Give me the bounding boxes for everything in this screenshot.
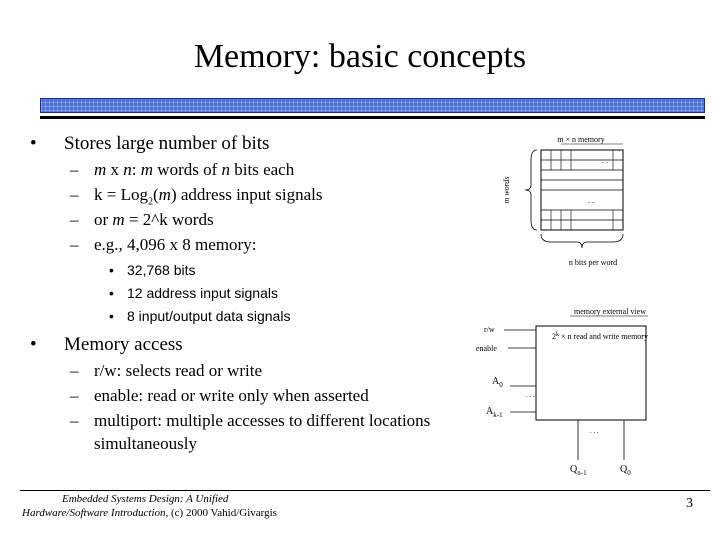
bits-per-word-label: n bits per word	[569, 258, 617, 267]
bullet-marker: •	[109, 262, 114, 278]
subsub-bits: 32,768 bits	[127, 262, 196, 278]
enable-signal-label: enable	[476, 344, 497, 353]
dash-marker: –	[70, 185, 79, 204]
title-underline	[40, 116, 705, 119]
rw-signal-label: r/w	[484, 325, 495, 334]
bullet-stores: Stores large number of bits	[64, 133, 270, 154]
subbullet-multiport-cont: simultaneously	[94, 434, 197, 453]
words-side-label: m words	[502, 176, 511, 203]
page-number: 3	[686, 496, 693, 511]
memory-array-diagram: m × n memory . . . . m words n bits per …	[502, 135, 624, 267]
subbullet-multiport: multiport: multiple accesses to differen…	[94, 411, 431, 430]
dash-marker: –	[70, 235, 79, 254]
svg-text:. . .: . . .	[590, 427, 599, 435]
bullet-marker: •	[109, 285, 114, 301]
bullet-access: Memory access	[64, 334, 183, 355]
memory-block	[535, 325, 647, 421]
a0-label: A0	[492, 376, 503, 389]
bullet-marker: •	[30, 334, 37, 355]
dash-marker: –	[70, 210, 79, 229]
bullet-marker: •	[30, 133, 37, 154]
subsub-address: 12 address input signals	[127, 285, 278, 301]
footer-citation: Embedded Systems Design: A Unified Hardw…	[22, 493, 277, 519]
footer-divider	[20, 490, 710, 491]
subbullet-example: e.g., 4,096 x 8 memory:	[94, 235, 257, 254]
subbullet-words: or m = 2^k words	[94, 210, 214, 229]
slide-title: Memory: basic concepts	[193, 38, 527, 75]
subbullet-rw: r/w: selects read or write	[94, 361, 263, 380]
subbullet-mxn: m x n: m words of n bits each	[94, 160, 295, 179]
dash-marker: –	[70, 411, 79, 430]
title-decoration-bar	[40, 98, 705, 113]
subbullet-enable: enable: read or write only when asserted	[94, 386, 369, 405]
subbullet-log: k = Log2(m) address input signals	[94, 185, 323, 208]
memory-array-title: m × n memory	[557, 135, 604, 144]
svg-text:. . .: . . .	[526, 391, 535, 399]
subsub-io: 8 input/output data signals	[127, 308, 291, 324]
dash-marker: –	[70, 361, 79, 380]
q0-label: Q0	[620, 464, 631, 477]
bullet-marker: •	[109, 308, 114, 324]
external-view-title: memory external view	[574, 307, 646, 316]
ak-label: Ak-1	[486, 406, 503, 419]
memory-external-view-diagram: memory external view 2k × n read and wri…	[476, 307, 648, 477]
memory-block-label-line1: 2k × n read and write memory	[552, 332, 648, 341]
qn-label: Qn-1	[570, 464, 587, 477]
svg-text:. .: . .	[602, 156, 608, 165]
dash-marker: –	[70, 160, 79, 179]
dash-marker: –	[70, 386, 79, 405]
svg-text:. .: . .	[588, 196, 594, 205]
